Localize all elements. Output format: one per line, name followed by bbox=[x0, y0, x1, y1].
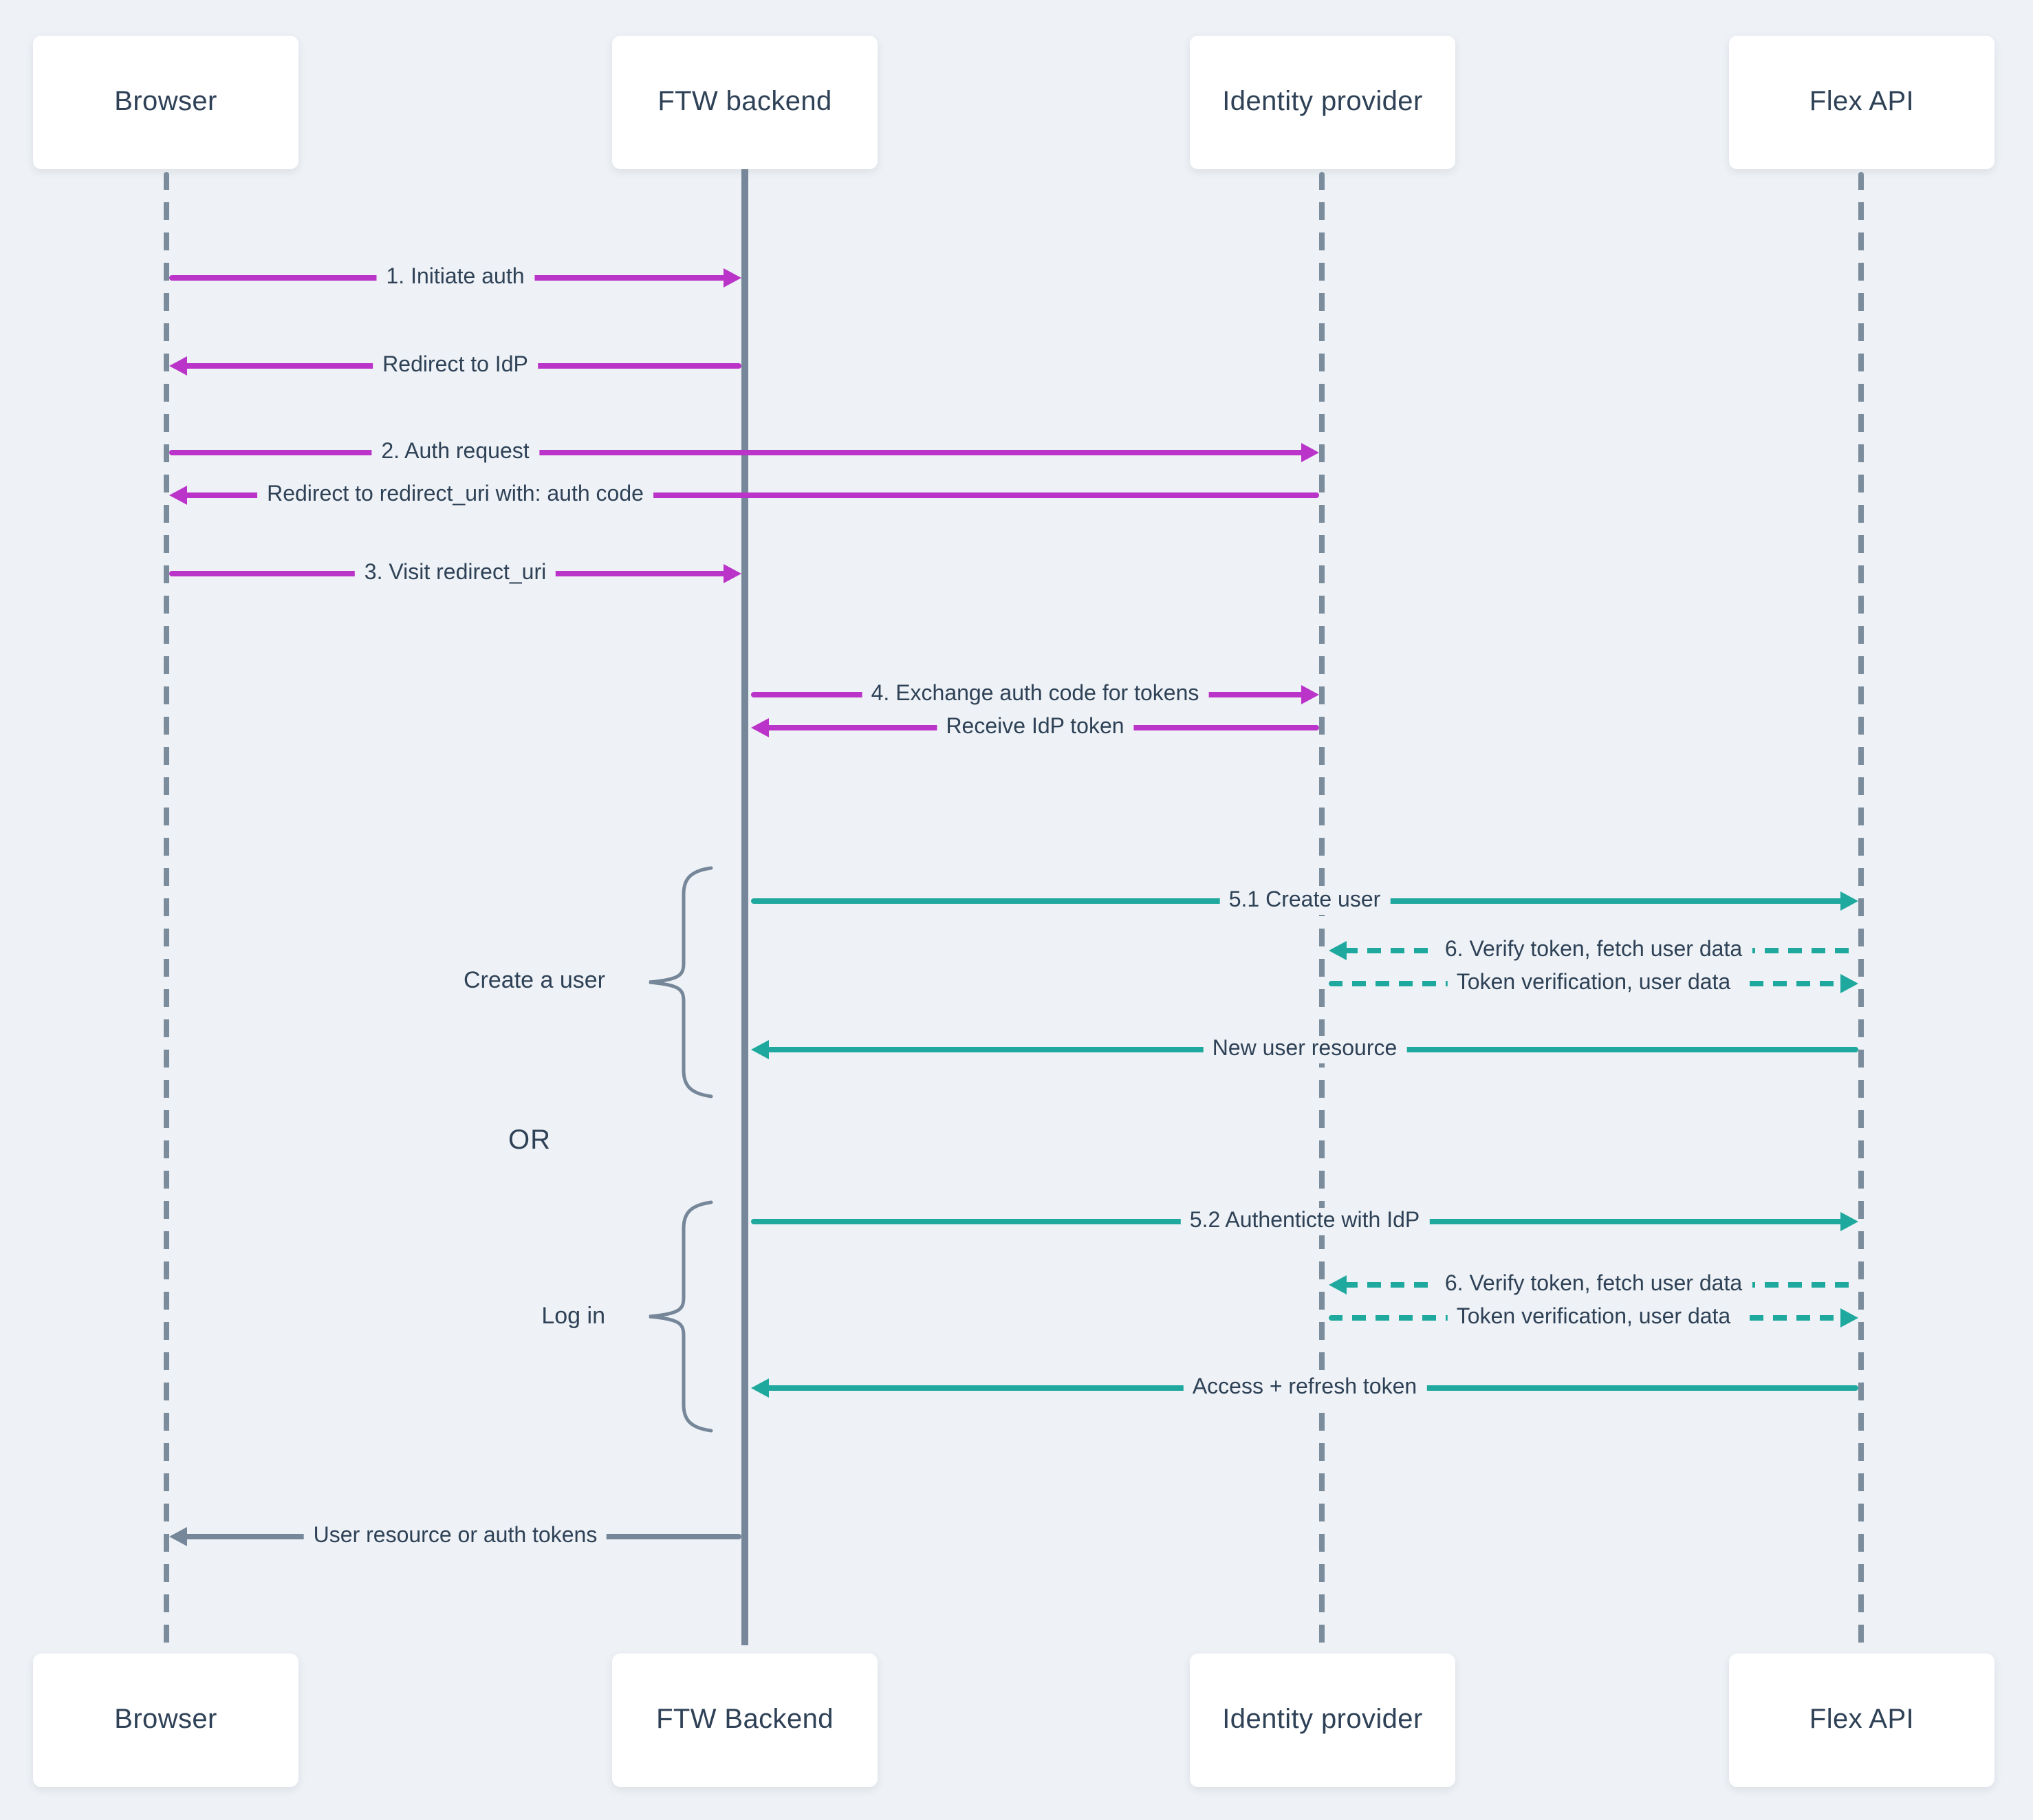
actor-label: FTW Backend bbox=[656, 1704, 834, 1735]
message-arrow-redirect-with-auth-code: Redirect to redirect_uri with: auth code bbox=[169, 475, 1319, 516]
actor-label: Browser bbox=[114, 87, 217, 117]
message-arrow-receive-idp-token: Receive IdP token bbox=[751, 707, 1319, 748]
message-arrow-verify-token-2: 6. Verify token, fetch user data bbox=[1329, 1264, 1858, 1306]
or-label: OR bbox=[508, 1125, 551, 1156]
message-label: 5.2 Authenticte with IdP bbox=[1179, 1208, 1430, 1235]
arrow-line bbox=[169, 450, 1304, 455]
arrowhead-right-icon bbox=[724, 268, 741, 288]
group-label-log-in: Log in bbox=[541, 1303, 605, 1329]
actor-label: FTW backend bbox=[657, 87, 832, 117]
message-label: Receive IdP token bbox=[936, 714, 1134, 741]
message-label: 6. Verify token, fetch user data bbox=[1435, 937, 1752, 964]
actor-label: Identity provider bbox=[1222, 87, 1423, 117]
message-label: Token verification, user data bbox=[1446, 970, 1741, 997]
message-arrow-token-verification-1: Token verification, user data bbox=[1329, 963, 1858, 1004]
message-label: 2. Auth request bbox=[371, 439, 539, 466]
arrowhead-right-icon bbox=[1840, 891, 1858, 911]
brace-icon bbox=[649, 866, 713, 1098]
actor-box-identity-provider-top: Identity provider bbox=[1190, 36, 1455, 169]
actor-box-flex-api-top: Flex API bbox=[1729, 36, 1994, 169]
arrowhead-left-icon bbox=[1329, 941, 1347, 960]
actor-box-browser-bottom: Browser bbox=[33, 1654, 298, 1787]
message-label: 3. Visit redirect_uri bbox=[354, 560, 556, 587]
message-arrow-exchange-auth-code: 4. Exchange auth code for tokens bbox=[751, 674, 1319, 715]
arrowhead-left-icon bbox=[751, 718, 769, 737]
lifeline-browser bbox=[164, 172, 169, 1645]
message-arrow-user-resource-or-tokens: User resource or auth tokens bbox=[169, 1516, 741, 1557]
arrow-line bbox=[184, 492, 1319, 498]
actor-box-ftw-backend-top: FTW backend bbox=[612, 36, 878, 169]
message-arrow-initiate-auth: 1. Initiate auth bbox=[169, 257, 741, 299]
arrowhead-right-icon bbox=[1301, 685, 1319, 704]
message-arrow-auth-request: 2. Auth request bbox=[169, 432, 1319, 473]
arrowhead-right-icon bbox=[1301, 443, 1319, 462]
arrowhead-right-icon bbox=[1840, 974, 1858, 993]
message-arrow-redirect-to-idp: Redirect to IdP bbox=[169, 345, 741, 387]
message-label: 1. Initiate auth bbox=[376, 264, 534, 292]
lifeline-flex-api bbox=[1858, 172, 1864, 1645]
message-arrow-new-user-resource: New user resource bbox=[751, 1029, 1858, 1070]
actor-label: Browser bbox=[114, 1704, 217, 1735]
message-arrow-create-user: 5.1 Create user bbox=[751, 880, 1858, 922]
actor-box-ftw-backend-bottom: FTW Backend bbox=[612, 1654, 878, 1787]
message-label: User resource or auth tokens bbox=[303, 1523, 607, 1550]
actor-box-browser-top: Browser bbox=[33, 36, 298, 169]
message-label: Redirect to IdP bbox=[373, 352, 538, 380]
arrowhead-left-icon bbox=[751, 1378, 769, 1398]
actor-label: Flex API bbox=[1809, 1704, 1915, 1735]
actor-box-flex-api-bottom: Flex API bbox=[1729, 1654, 1994, 1787]
message-label: Access + refresh token bbox=[1182, 1374, 1427, 1402]
actor-label: Flex API bbox=[1809, 87, 1915, 117]
message-label: 6. Verify token, fetch user data bbox=[1435, 1271, 1752, 1299]
arrowhead-left-icon bbox=[1329, 1275, 1347, 1294]
message-label: New user resource bbox=[1202, 1036, 1407, 1063]
arrowhead-left-icon bbox=[751, 1040, 769, 1059]
arrowhead-left-icon bbox=[169, 486, 187, 505]
arrowhead-left-icon bbox=[169, 1527, 187, 1546]
message-arrow-authenticate-with-idp: 5.2 Authenticte with IdP bbox=[751, 1201, 1858, 1242]
message-label: Redirect to redirect_uri with: auth code bbox=[257, 481, 653, 509]
message-label: 4. Exchange auth code for tokens bbox=[861, 681, 1209, 708]
message-label: 5.1 Create user bbox=[1219, 887, 1391, 915]
arrowhead-right-icon bbox=[1840, 1308, 1858, 1328]
actor-box-identity-provider-bottom: Identity provider bbox=[1190, 1654, 1455, 1787]
message-label: Token verification, user data bbox=[1446, 1304, 1741, 1332]
arrowhead-right-icon bbox=[724, 564, 741, 583]
lifeline-ftw-backend bbox=[741, 169, 748, 1645]
arrowhead-right-icon bbox=[1840, 1212, 1858, 1231]
message-arrow-visit-redirect-uri: 3. Visit redirect_uri bbox=[169, 553, 741, 594]
brace-icon bbox=[649, 1200, 713, 1433]
message-arrow-token-verification-2: Token verification, user data bbox=[1329, 1297, 1858, 1339]
message-arrow-access-refresh-token: Access + refresh token bbox=[751, 1367, 1858, 1409]
message-arrow-verify-token-1: 6. Verify token, fetch user data bbox=[1329, 930, 1858, 971]
arrowhead-left-icon bbox=[169, 356, 187, 376]
actor-label: Identity provider bbox=[1222, 1704, 1423, 1735]
group-label-create-a-user: Create a user bbox=[464, 967, 605, 993]
